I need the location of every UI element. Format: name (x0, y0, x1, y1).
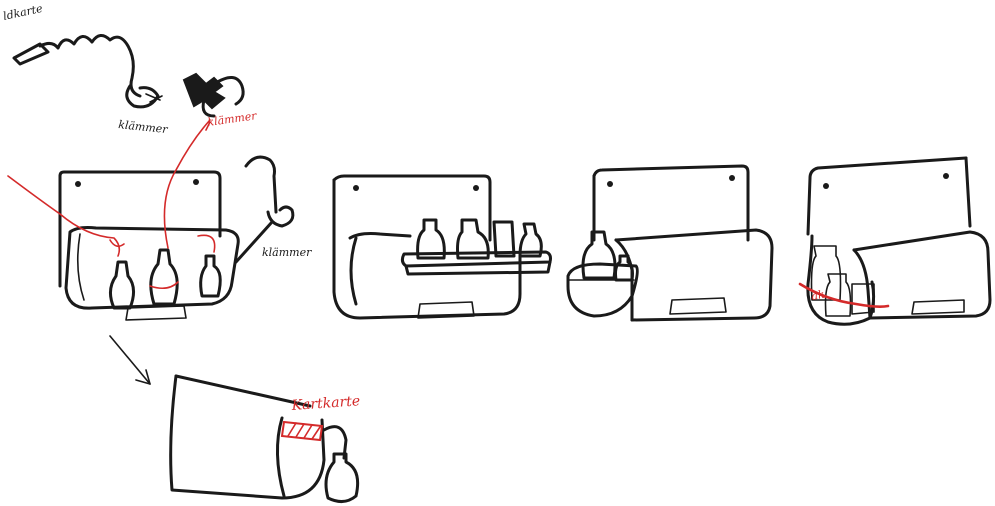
cable-hook-doodle: ldkarte klämmer (2, 2, 169, 136)
concept-sketch-4: ak (800, 158, 990, 324)
top-left-label: ldkarte (2, 2, 44, 23)
clip-drawing: klämmer (184, 74, 258, 130)
detail-sketch: Kartkarte (171, 376, 361, 502)
klammer-label: klämmer (118, 118, 169, 136)
karton-label: Kartkarte (290, 393, 361, 414)
klammer-side-label: klämmer (262, 246, 312, 259)
concept-sketch-1: klämmer (8, 120, 312, 384)
klammer-red-label: klämmer (207, 109, 258, 129)
small-red-label: ak (810, 288, 826, 303)
concept-sketch-3 (568, 166, 772, 320)
concept-sketch-2 (334, 176, 551, 318)
